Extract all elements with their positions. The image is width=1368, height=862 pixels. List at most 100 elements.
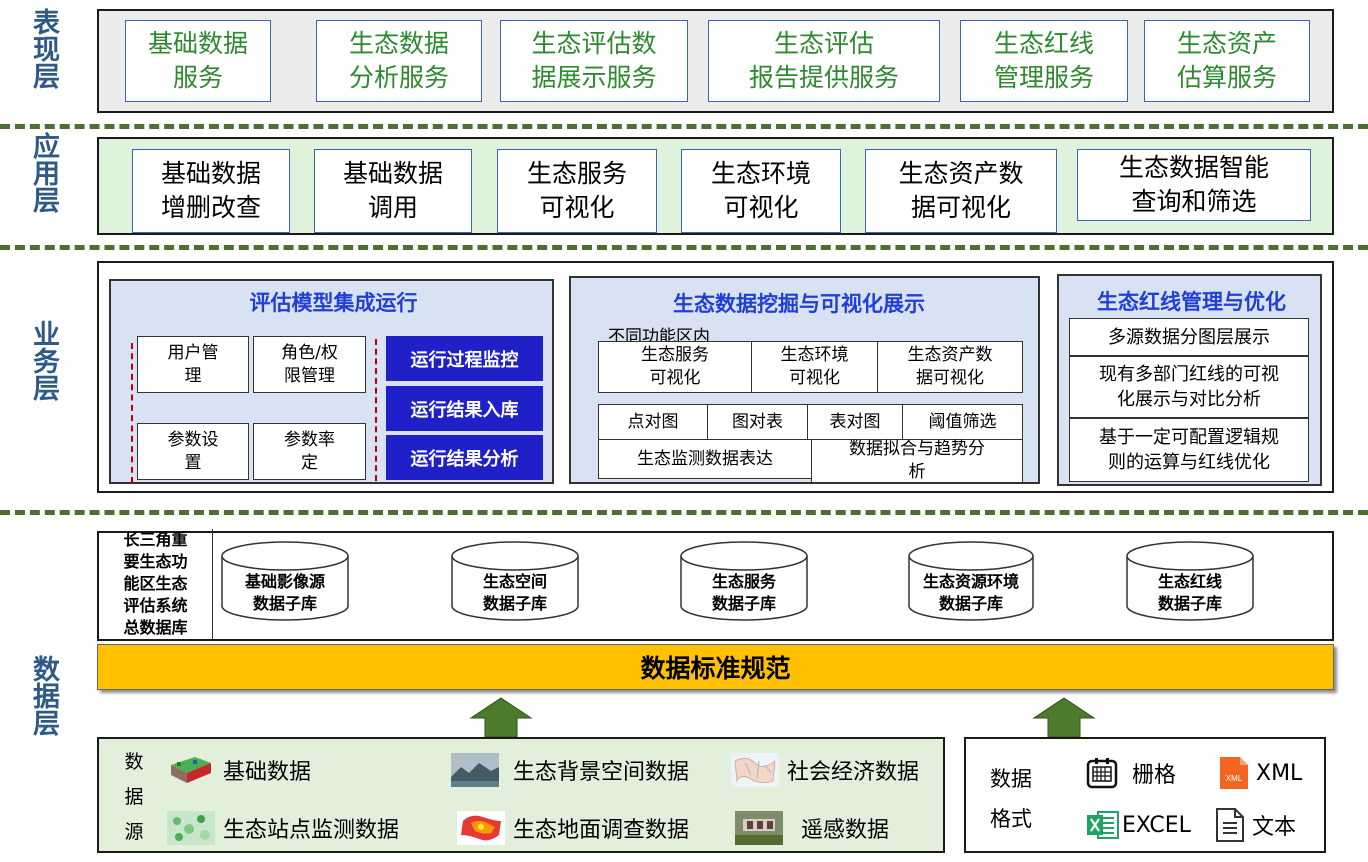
presentation-service[interactable]: 生态资产 估算服务 (1144, 20, 1310, 102)
parameter-setting-box[interactable]: 参数设 置 (137, 423, 249, 480)
layer-label-data: 数据层 (26, 655, 59, 760)
application-service[interactable]: 生态服务 可视化 (497, 149, 657, 233)
layer-label-text: 业务层 (28, 320, 59, 401)
role-permission-box[interactable]: 角色/权 限管理 (253, 336, 366, 393)
presentation-service[interactable]: 基础数据 服务 (125, 20, 271, 102)
data-standard-bar: 数据标准规范 (97, 644, 1334, 690)
mining-analysis-item[interactable]: 数据拟合与趋势分 析 (811, 439, 1023, 483)
presentation-service[interactable]: 生态数据 分析服务 (316, 20, 482, 102)
format-label: XML (1256, 760, 1303, 786)
mining-analysis-item[interactable]: 生态监测数据表达 (598, 439, 812, 479)
mining-method-item[interactable]: 阈值筛选 (902, 404, 1023, 440)
data-formats-label-line: 数据 (990, 767, 1032, 791)
data-sources-label-char: 据 (124, 786, 144, 808)
source-label: 基础数据 (223, 760, 312, 785)
subdatabase-cylinder[interactable] (908, 541, 1034, 621)
service-label: 生态资产 估算服务 (1176, 29, 1277, 92)
redline-item[interactable]: 多源数据分图层展示 (1069, 318, 1309, 356)
subdatabase-label: 生态服务 数据子库 (711, 572, 776, 613)
service-label: 基础数据 增删改查 (160, 159, 261, 222)
service-label: 生态评估数 据展示服务 (531, 29, 657, 92)
divider-3 (0, 510, 1368, 515)
mining-vis-item[interactable]: 生态资产数 据可视化 (877, 341, 1023, 393)
service-label: 生态红线 管理服务 (993, 29, 1094, 92)
data-sources-panel: 数 据 源 基础数据 生态背景空间数据 社会经济数据 (97, 737, 945, 853)
parameter-calibration-box[interactable]: 参数率 定 (253, 423, 366, 480)
landscape-photo-icon (451, 753, 499, 787)
redline-item[interactable]: 现有多部门红线的可视 化展示与对比分析 (1069, 356, 1309, 418)
redline-panel: 生态红线管理与优化 多源数据分图层展示 现有多部门红线的可视 化展示与对比分析 … (1057, 274, 1322, 486)
data-mining-title: 生态数据挖掘与可视化展示 (673, 292, 925, 316)
format-label: EXCEL (1122, 812, 1191, 838)
format-item[interactable]: XML XML (1216, 755, 1302, 791)
subdatabase-label: 基础影像源 数据子库 (244, 572, 325, 613)
up-arrow-left (469, 697, 533, 738)
data-mining-panel: 生态数据挖掘与可视化展示 不同功能区内 生态服务 可视化 生态环境 可视化 生态… (569, 276, 1040, 484)
divider-1 (0, 124, 1368, 129)
terrain-block-icon (171, 757, 211, 783)
xml-icon-text: XML (1226, 774, 1243, 783)
mining-vis-item[interactable]: 生态服务 可视化 (598, 341, 752, 393)
main-database-label: 长三角重 要生态功 能区生态 评估系统 总数据库 (99, 529, 213, 641)
process-monitor-button[interactable]: 运行过程监控 (386, 336, 543, 381)
layer-label-application: 应用层 (26, 132, 59, 237)
source-item[interactable]: 遥感数据 (735, 811, 889, 845)
subdatabase-cylinder[interactable] (680, 541, 808, 621)
format-item[interactable]: 文本 (1214, 807, 1296, 843)
mining-method-item[interactable]: 点对图 (598, 404, 708, 440)
source-item[interactable]: 生态背景空间数据 (451, 753, 689, 787)
source-item[interactable]: 社会经济数据 (731, 753, 919, 787)
subdatabase-cylinder[interactable] (1126, 541, 1254, 621)
format-item[interactable]: 栅格 (1086, 757, 1176, 789)
subdatabase-label: 生态空间 数据子库 (482, 572, 547, 613)
redline-title: 生态红线管理与优化 (1097, 290, 1286, 314)
redline-item[interactable]: 基于一定可配置逻辑规 则的运算与红线优化 (1069, 418, 1309, 482)
raster-grid-icon (1086, 758, 1118, 789)
presentation-service[interactable]: 生态评估数 据展示服务 (500, 20, 688, 102)
user-management-box[interactable]: 用户管 理 (137, 336, 249, 393)
application-service[interactable]: 基础数据 调用 (314, 149, 472, 233)
service-label: 基础数据 调用 (342, 159, 443, 222)
application-panel: 基础数据 增删改查 基础数据 调用 生态服务 可视化 生态环境 可视化 生态资产… (97, 137, 1334, 235)
service-label: 基础数据 服务 (147, 29, 248, 92)
source-item[interactable]: 生态站点监测数据 (167, 811, 399, 845)
result-storage-button[interactable]: 运行结果入库 (386, 386, 543, 431)
format-label: 栅格 (1132, 763, 1177, 788)
service-label: 生态服务 可视化 (526, 159, 627, 222)
data-sources-label: 数 据 源 (123, 745, 145, 850)
application-service[interactable]: 生态环境 可视化 (681, 149, 841, 233)
layer-label-text: 数据层 (28, 655, 59, 736)
service-label: 生态环境 可视化 (710, 159, 811, 222)
result-analysis-button[interactable]: 运行结果分析 (386, 435, 543, 480)
business-panel: 评估模型集成运行 用户管 理 角色/权 限管理 参数设 置 参数率 定 运行过程… (97, 261, 1334, 493)
source-label: 社会经济数据 (787, 760, 920, 785)
format-item[interactable]: EXCEL (1086, 809, 1191, 841)
format-label: 文本 (1252, 815, 1297, 840)
service-label: 生态资产数 据可视化 (898, 159, 1024, 222)
layer-label-text: 表现层 (28, 8, 59, 89)
application-service[interactable]: 基础数据 增删改查 (132, 149, 290, 233)
socioeconomic-map-icon (731, 753, 779, 787)
source-item[interactable]: 基础数据 (167, 753, 311, 787)
application-service[interactable]: 生态数据智能 查询和筛选 (1077, 149, 1311, 221)
presentation-service[interactable]: 生态评估 报告提供服务 (708, 20, 940, 102)
application-service[interactable]: 生态资产数 据可视化 (865, 149, 1057, 233)
survey-heatmap-icon (457, 811, 505, 845)
source-label: 生态地面调查数据 (513, 818, 690, 843)
subdatabase-cylinder[interactable] (451, 541, 579, 621)
data-sources-label-char: 源 (124, 821, 144, 843)
divider-2 (0, 245, 1368, 250)
subdatabase-cylinder[interactable] (221, 541, 349, 621)
mining-vis-item[interactable]: 生态环境 可视化 (751, 341, 878, 393)
data-formats-label: 数据 格式 (990, 759, 1032, 839)
mining-method-item[interactable]: 图对表 (707, 404, 808, 440)
remote-sensing-photo-icon (735, 811, 783, 845)
red-dashed-line-left (131, 343, 133, 483)
source-item[interactable]: 生态地面调查数据 (457, 811, 689, 845)
data-formats-label-line: 格式 (990, 807, 1032, 831)
source-label: 遥感数据 (801, 818, 890, 843)
presentation-service[interactable]: 生态红线 管理服务 (960, 20, 1128, 102)
text-file-icon (1216, 808, 1244, 842)
